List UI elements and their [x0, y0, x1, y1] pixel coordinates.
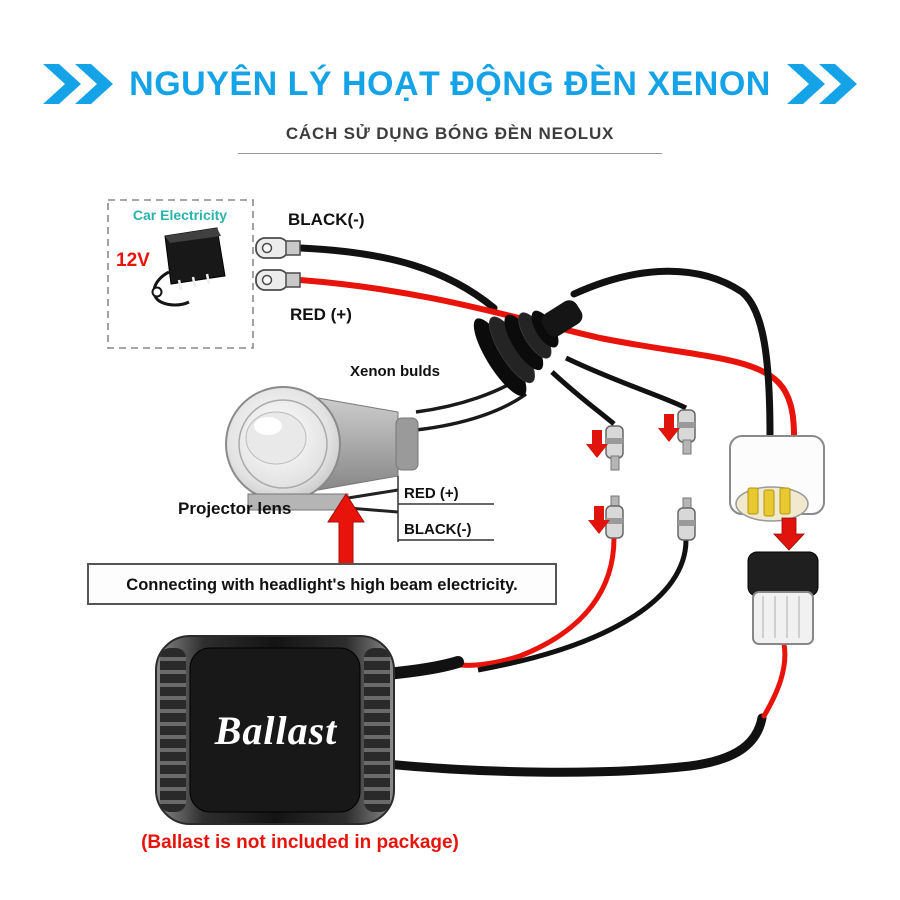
car-electricity-label: Car Electricity: [133, 207, 227, 223]
note-box-text: Connecting with headlight's high beam el…: [126, 576, 517, 594]
ballast-ribs-left: [160, 648, 186, 812]
chevron-shape: [786, 64, 825, 104]
projector-lens: [225, 386, 419, 511]
chevron-shape: [43, 64, 82, 104]
wire-black-to-connector: [570, 267, 774, 440]
note-box: Connecting with headlight's high beam el…: [87, 563, 557, 605]
hid-connector-upper: [729, 435, 825, 522]
wire-grommet-to-bullet-right: [564, 355, 688, 411]
terminal-negative: [255, 237, 301, 259]
page-subtitle: CÁCH SỬ DỤNG BÓNG ĐÈN NEOLUX: [238, 124, 662, 154]
ballast-top-cable: [380, 656, 464, 680]
wire-black-negative: [296, 244, 498, 312]
red-down-arrow-icon: [658, 414, 680, 442]
xenon-bulb-label: Xenon bulds: [350, 363, 440, 380]
lens-rear-cap: [395, 417, 419, 471]
voltage-label: 12V: [116, 250, 150, 271]
grommet: [473, 300, 583, 396]
subtitle-row: CÁCH SỬ DỤNG BÓNG ĐÈN NEOLUX: [0, 124, 900, 154]
chevron-shape: [818, 64, 857, 104]
projector-lens-label: Projector lens: [178, 499, 291, 518]
wire-red-bullet-to-ballast: [453, 537, 617, 668]
page-header: NGUYÊN LÝ HOẠT ĐỘNG ĐÈN XENON: [0, 64, 900, 104]
relay-icon: [151, 227, 226, 307]
red-down-arrow-icon: [586, 430, 608, 458]
car-electricity-box: Car Electricity 12V: [107, 199, 254, 349]
dashed-border: [107, 199, 254, 349]
red-down-arrow-icon: [588, 506, 610, 534]
terminal-positive: [255, 269, 301, 291]
hid-connector-lower: [747, 551, 819, 645]
ballast-ribs-right: [364, 648, 390, 812]
bullet-connector-upper-left: [605, 425, 624, 471]
bullet-connector-lower-left: [605, 495, 624, 539]
bullet-connector-upper-right: [677, 409, 696, 455]
chevron-shape: [75, 64, 114, 104]
ballast-note: (Ballast is not included in package): [141, 832, 459, 853]
lens-black-label: BLACK(-): [404, 521, 471, 538]
ballast: Ballast: [155, 635, 395, 825]
ballast-label: Ballast: [214, 708, 338, 753]
wire-black-bullet-to-ballast: [477, 539, 689, 673]
ballast-bottom-cable: [381, 713, 767, 777]
wire-red-connector-to-cable: [761, 641, 788, 719]
wiring-diagram: Car Electricity 12V BLACK(-) RED (+) Xen…: [87, 199, 825, 853]
bullet-connector-lower-right: [677, 497, 696, 541]
lens-wire-callout: RED (+) BLACK(-): [347, 476, 494, 542]
wire-red-positive: [297, 277, 797, 439]
chevron-right-icon: [786, 64, 857, 104]
wire-grommet-to-bullet-left: [550, 370, 616, 426]
chevron-left-icon: [43, 64, 114, 104]
red-down-arrow-icon: [773, 517, 805, 551]
page-title: NGUYÊN LÝ HOẠT ĐỘNG ĐÈN XENON: [129, 64, 771, 103]
lens-red-label: RED (+): [404, 485, 459, 502]
red-positive-label: RED (+): [290, 305, 352, 324]
bulb-wire-2: [415, 392, 528, 432]
black-negative-label: BLACK(-): [288, 210, 364, 229]
